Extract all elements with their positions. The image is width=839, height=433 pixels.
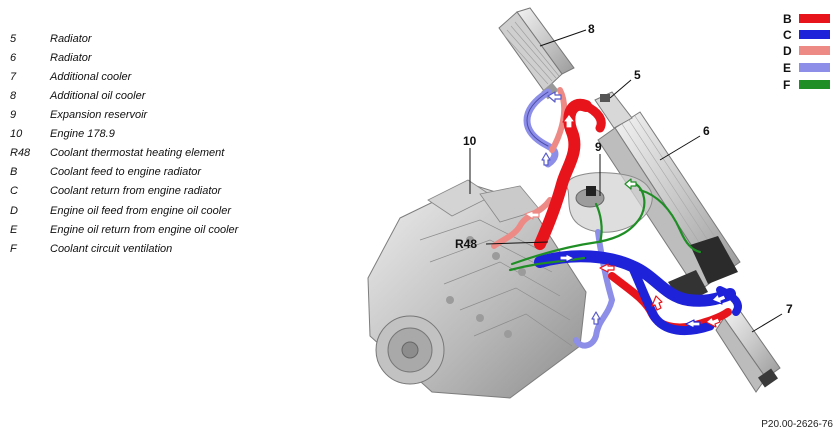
radiator-6 bbox=[597, 111, 741, 304]
legend-code: 5 bbox=[10, 33, 17, 45]
legend-code: 7 bbox=[10, 71, 17, 83]
legend-code: 9 bbox=[10, 109, 17, 121]
legend-description: Engine oil return from engine oil cooler bbox=[50, 224, 239, 236]
figure-reference-number: P20.00-2626-76 bbox=[761, 419, 833, 430]
legend-code: F bbox=[10, 243, 17, 255]
callout-r48: R48 bbox=[455, 237, 478, 251]
legend-description: Coolant feed to engine radiator bbox=[50, 166, 202, 178]
legend-description: Expansion reservoir bbox=[50, 109, 148, 121]
legend-code: 8 bbox=[10, 90, 17, 102]
additional-oil-cooler bbox=[498, 7, 575, 100]
callout-leader-lines bbox=[469, 29, 783, 333]
legend-code: E bbox=[10, 224, 18, 236]
legend-description: Engine 178.9 bbox=[50, 128, 115, 140]
legend-description: Coolant thermostat heating element bbox=[50, 147, 225, 159]
legend-code: D bbox=[10, 205, 18, 217]
legend-code: B bbox=[10, 166, 18, 178]
color-swatch bbox=[799, 46, 830, 55]
legend-description: Engine oil feed from engine oil cooler bbox=[50, 205, 232, 217]
color-key-letter: B bbox=[783, 12, 792, 26]
pipe-coolant-return bbox=[534, 250, 742, 336]
legend-description: Additional oil cooler bbox=[50, 90, 146, 102]
legend-code: 6 bbox=[10, 52, 17, 64]
legend-description: Radiator bbox=[50, 33, 92, 45]
expansion-reservoir bbox=[566, 172, 653, 233]
callout-8: 8 bbox=[588, 22, 595, 36]
flow-arrows bbox=[524, 91, 727, 329]
legend-description: Radiator bbox=[50, 52, 92, 64]
callout-10: 10 bbox=[463, 134, 477, 148]
color-swatch bbox=[799, 14, 830, 23]
color-swatch bbox=[799, 63, 830, 72]
legend-code: R48 bbox=[10, 147, 31, 159]
legend-code: 10 bbox=[10, 128, 23, 140]
color-key-letter: F bbox=[783, 78, 791, 92]
legend-description: Coolant circuit ventilation bbox=[50, 243, 173, 255]
color-swatch bbox=[799, 30, 830, 39]
legend-description: Additional cooler bbox=[50, 71, 132, 83]
callout-5: 5 bbox=[634, 68, 641, 82]
color-key-letter: D bbox=[783, 44, 792, 58]
radiator-5 bbox=[594, 91, 633, 129]
color-key-letter: E bbox=[783, 61, 792, 75]
callout-6: 6 bbox=[703, 124, 710, 138]
callout-9: 9 bbox=[595, 140, 602, 154]
callout-7: 7 bbox=[786, 302, 793, 316]
legend-code: C bbox=[10, 185, 18, 197]
engine-block bbox=[367, 179, 587, 399]
pipe-coolant-ventilation bbox=[508, 182, 702, 272]
legend-description: Coolant return from engine radiator bbox=[50, 185, 222, 197]
color-swatch bbox=[799, 80, 830, 89]
color-key-letter: C bbox=[783, 28, 792, 42]
